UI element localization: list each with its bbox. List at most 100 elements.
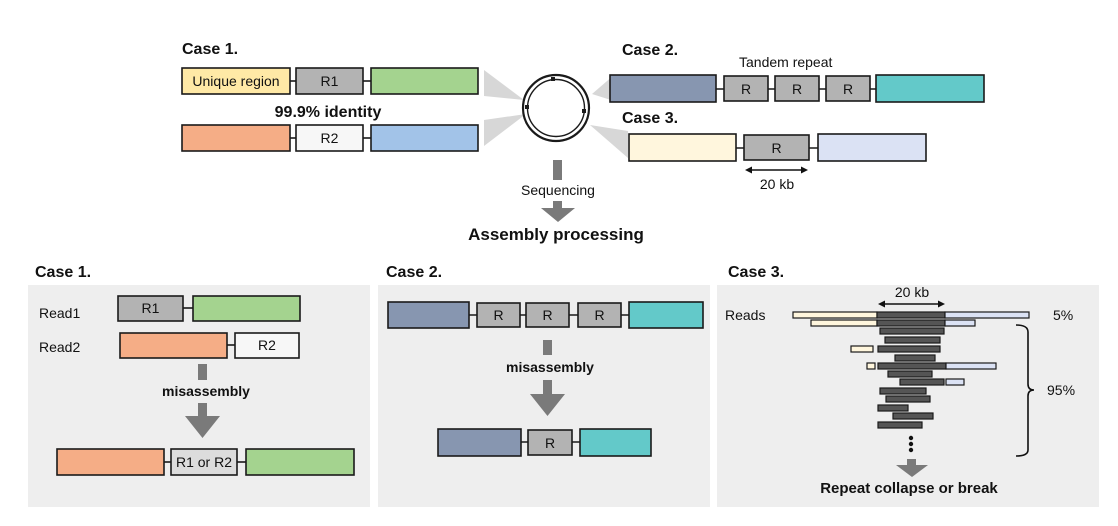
case3-20kb-arrow-right [938,300,945,308]
unique-region-label: Unique region [192,73,279,89]
top-tandem-r2 [774,75,820,102]
sequencing-label: Sequencing [521,182,595,198]
continuation-dot [908,435,914,441]
top-tandem-r2-label: R [792,81,802,97]
case2-misassembly-label: misassembly [506,359,594,375]
span-read-2-repeat [876,319,946,327]
panel-case2: Case 2. R R R misassembly R [378,264,710,507]
span-read-1-repeat [876,311,946,319]
case2-arrow-stem-bottom [543,380,552,395]
case2-repeat-2-label: R [542,307,552,323]
top-20kb-arrow-right [801,166,808,174]
case2-arrow-head [530,394,565,416]
read2-orange-box [119,332,228,359]
case2-repeat-1-label: R [493,307,503,323]
case2-result-repeat-label: R [545,435,555,451]
case2-repeat-3-label: R [594,307,604,323]
top-r1-box [295,67,364,95]
unique-region-box [181,67,291,95]
case3-20kb-arrow-left [878,300,885,308]
top-case1-title: Case 1. [182,41,238,58]
top-case3-r-box [743,134,810,161]
top-lavender-box [817,133,927,162]
case2-result-teal-box [579,428,652,457]
stack-read [894,354,936,362]
stack-read [899,378,945,386]
case2-repeat-3 [577,302,622,328]
stack-read [887,370,933,378]
top-tandem-r3-label: R [843,81,853,97]
case2-repeat-2 [525,302,570,328]
case2-arrow-stem-top [543,340,552,355]
case3-arrow-head [896,465,928,477]
case2-slate-box [387,301,470,329]
plasmid-rays [484,70,628,158]
span-read-1-right [944,311,1030,319]
top-case2: Case 2. Tandem repeat R R R [609,42,985,103]
identity-label: 99.9% identity [275,104,382,121]
flow-arrow-head [541,208,575,222]
read2-r2-label: R2 [258,337,276,353]
case1-misassembly-label: misassembly [162,383,250,399]
case2-teal-box [628,301,704,329]
flow-arrow-stem-bottom [553,201,562,209]
case1-result-green-box [245,448,355,476]
top-case3-r-label: R [771,140,781,156]
top-20kb-label: 20 kb [760,176,794,192]
top-tandem-r3 [825,75,871,102]
top-r2-label: R2 [321,130,339,146]
top-tandem-r1-label: R [741,81,751,97]
stack-read [892,412,934,420]
case3-brace [1015,324,1035,457]
top-case2-title: Case 2. [622,42,678,59]
stack-read [885,395,931,403]
case1-arrow-stem-top [198,364,207,380]
top-cream-box [628,133,737,162]
case2-result-repeat [527,429,573,456]
panel-case2-title: Case 2. [386,264,442,281]
top-case3-title: Case 3. [622,110,678,127]
stack-read [879,387,927,395]
plasmid-circle [521,73,591,143]
case3-arrow-stem [907,459,916,466]
top-green-box [370,67,479,95]
read1-green-box [192,295,301,322]
continuation-dot [908,441,914,447]
stack-read-left-flank [850,345,874,353]
repeat-collapse-label: Repeat collapse or break [820,480,998,497]
stack-read [877,362,947,370]
pct-5-label: 5% [1053,307,1073,323]
top-orange-box [181,124,291,152]
flow-arrow-stem-top [553,160,562,180]
panel-case3: Case 3. Reads 20 kb [717,264,1099,507]
panel-case1: Case 1. Read1 R1 Read2 R2 misassembly R1… [28,264,370,507]
ray-case1-bottom [484,114,526,146]
top-tandem-r1 [723,75,769,102]
top-20kb-arrow-left [745,166,752,174]
ray-case3 [590,125,628,158]
case2-result-slate-box [437,428,522,457]
top-slate-box [609,74,717,103]
top-r2-box [295,124,364,152]
read1-r1-box [117,295,184,322]
read2-label: Read2 [39,339,80,355]
stack-read [877,404,909,412]
stack-read [877,345,941,353]
panel-case3-title: Case 3. [728,264,784,281]
top-teal-box [875,74,985,103]
read1-r1-label: R1 [142,300,160,316]
stack-read [877,421,923,429]
stack-read-right-flank [945,378,965,386]
continuation-dot [908,447,914,453]
stack-read [884,336,941,344]
stack-read [879,327,945,335]
case3-reads-label: Reads [725,307,765,323]
top-r1-label: R1 [321,73,339,89]
read2-r2-box [234,332,300,359]
tandem-repeat-label: Tandem repeat [739,54,833,70]
case1-arrow-stem-bottom [198,403,207,417]
ray-case1-top [484,70,524,100]
top-case3: Case 3. R 20 kb [622,110,927,192]
sequencing-flow: Sequencing Assembly processing [468,160,644,244]
